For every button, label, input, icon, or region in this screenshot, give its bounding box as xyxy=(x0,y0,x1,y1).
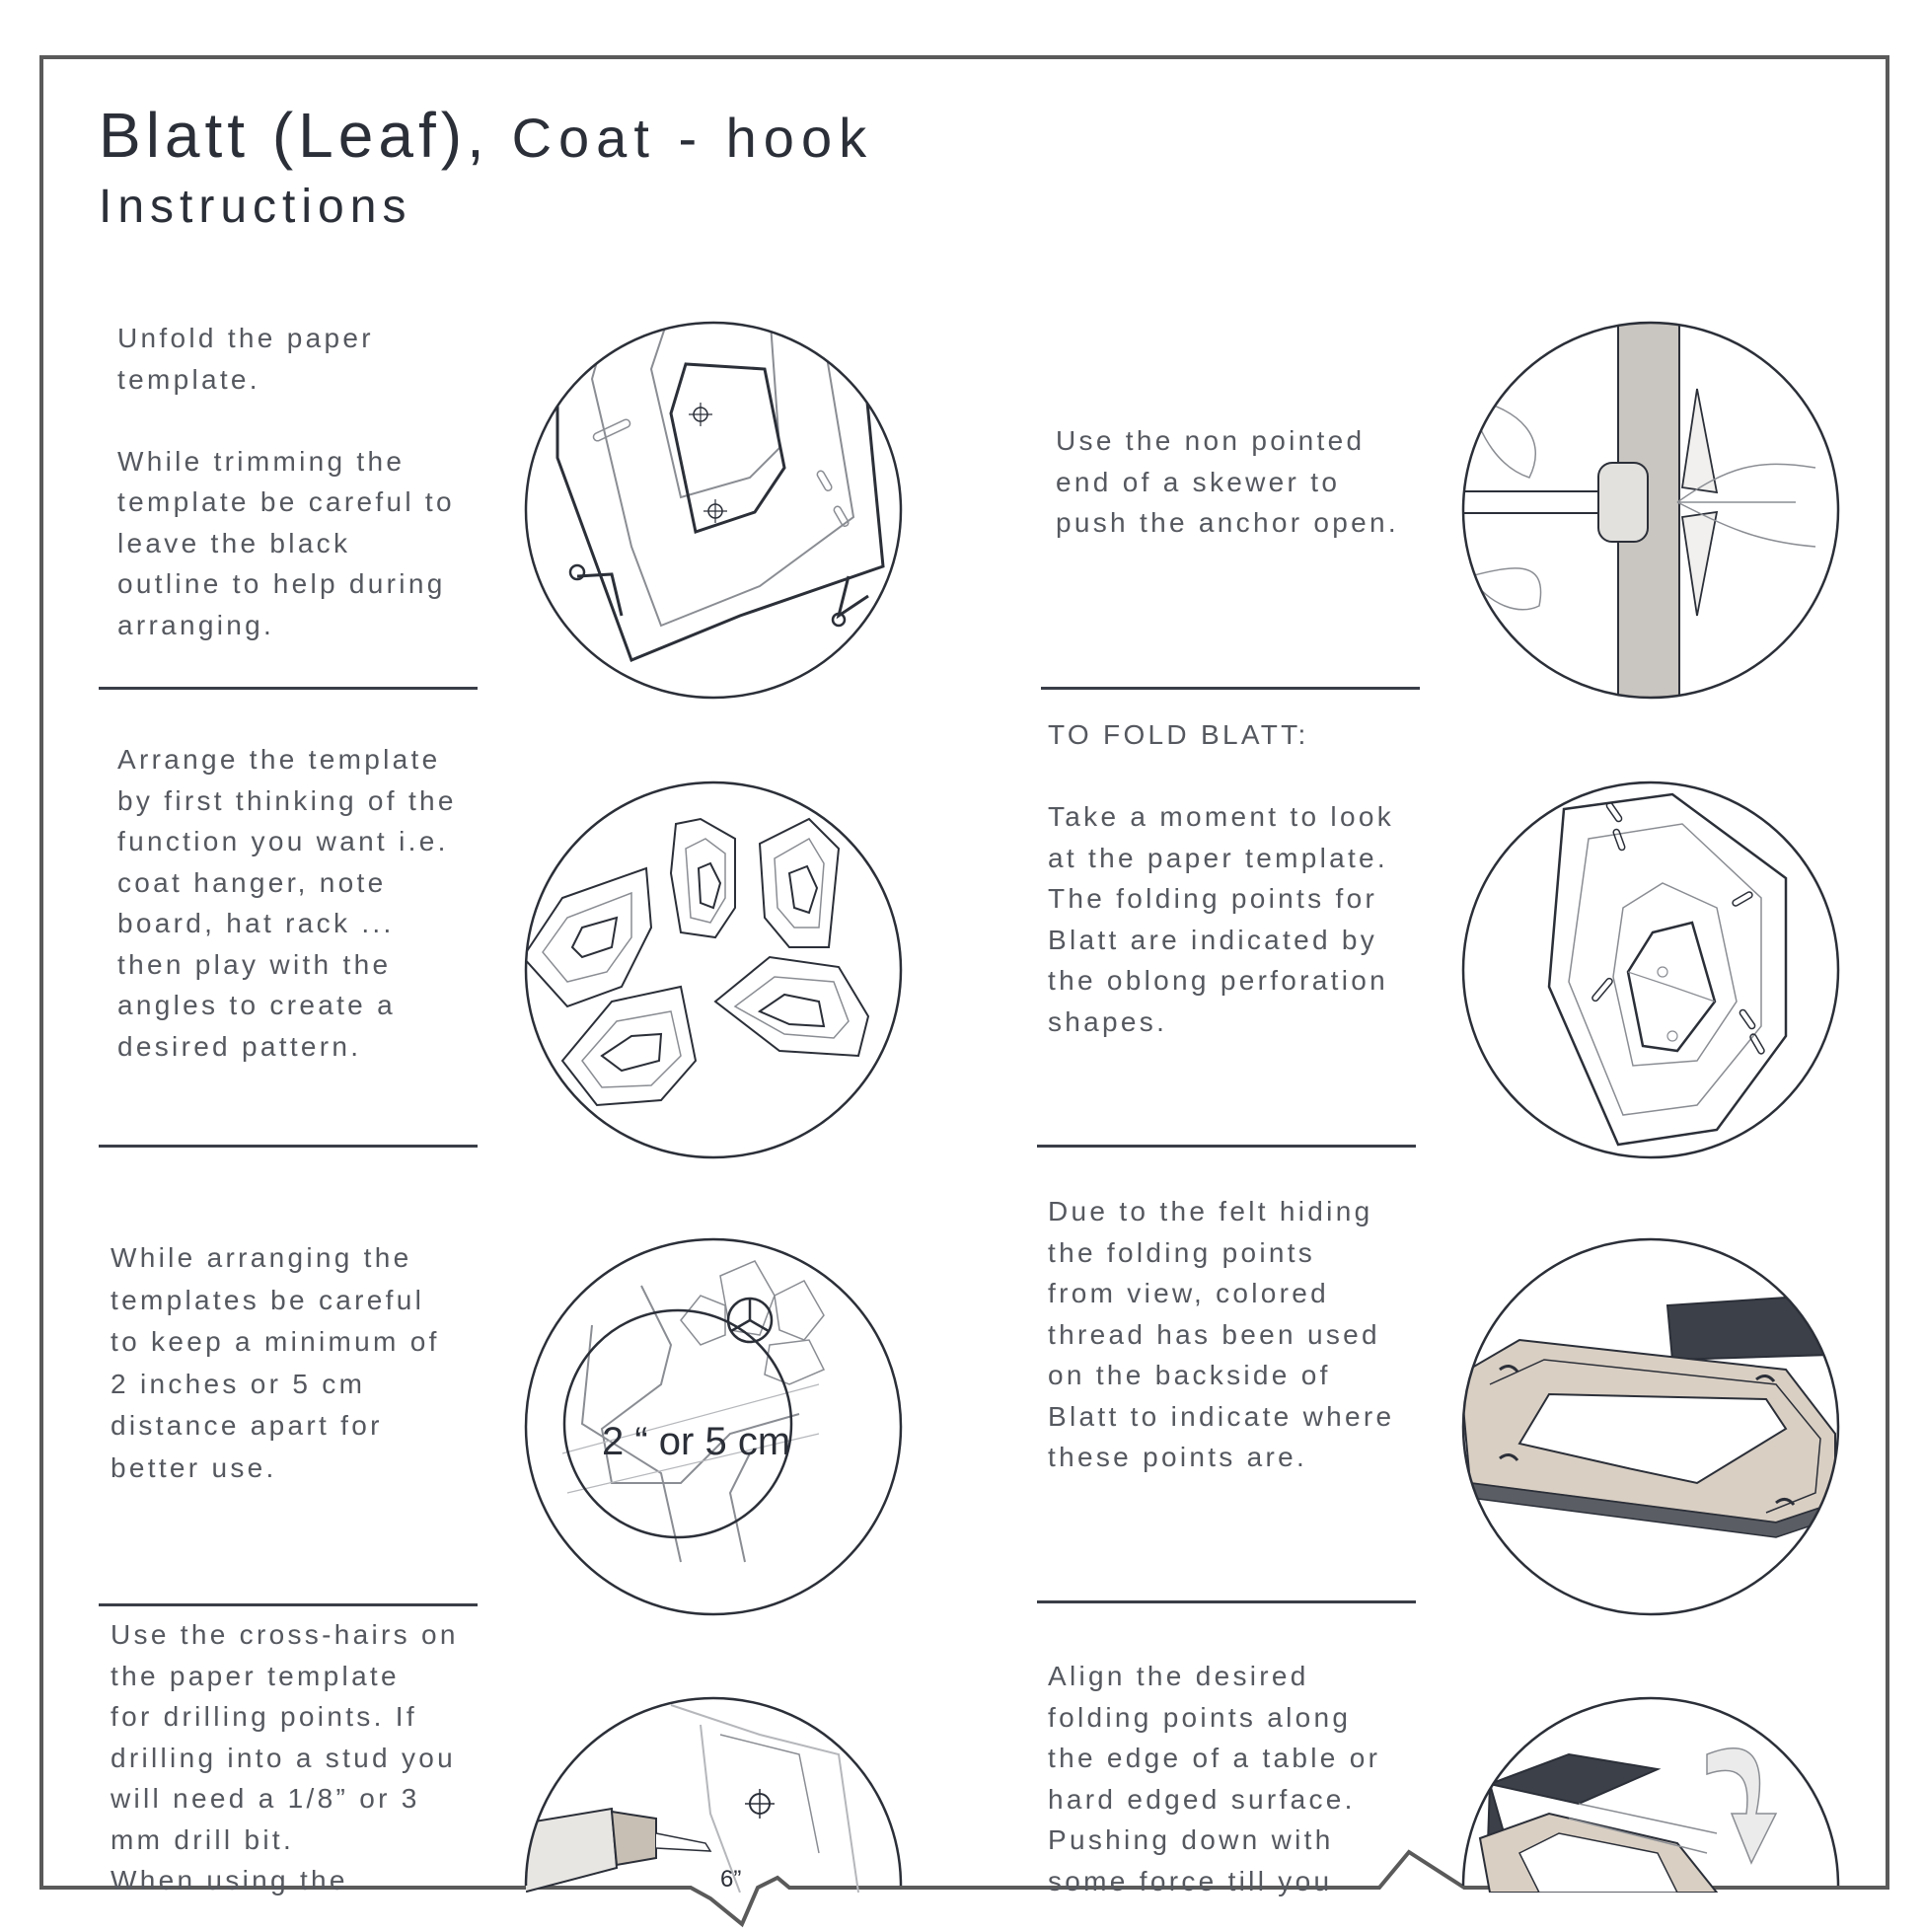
distance-label: 2 “ or 5 cm xyxy=(602,1420,790,1463)
step-anchor-text: Use the non pointed end of a skewer to p… xyxy=(1056,425,1399,538)
illustration-colored-thread xyxy=(1460,1236,1841,1617)
step-thread-text: Due to the felt hiding the folding point… xyxy=(1048,1196,1395,1472)
step-unfold-text: Unfold the paper template. While trimmin… xyxy=(117,323,455,640)
step-drill-text: Use the cross-hairs on the paper templat… xyxy=(111,1619,459,1895)
drill-cut-label: 6” xyxy=(720,1866,741,1893)
step-spacing-text: While arranging the templates be careful… xyxy=(111,1242,440,1483)
page-title: Blatt (Leaf), Coat - hook xyxy=(99,99,873,172)
illustration-fold-on-table xyxy=(1460,1695,1841,1893)
page-subtitle: Instructions xyxy=(99,181,412,233)
illustration-fold-points xyxy=(1460,780,1841,1160)
illustration-arrange-pattern xyxy=(523,780,904,1160)
step-arrange-text: Arrange the template by first thinking o… xyxy=(117,744,457,1062)
divider xyxy=(1041,687,1420,690)
title-product: Blatt (Leaf), xyxy=(99,100,489,171)
title-suffix: Coat - hook xyxy=(511,107,874,169)
illustration-anchor xyxy=(1460,320,1841,701)
divider xyxy=(99,1145,478,1148)
illustration-drill: 6” xyxy=(523,1695,904,1893)
step-align-text: Align the desired folding points along t… xyxy=(1048,1661,1381,1896)
divider xyxy=(1037,1145,1416,1148)
illustration-spacing: 2 “ or 5 cm xyxy=(523,1236,904,1617)
step-fold-text: TO FOLD BLATT: Take a moment to look at … xyxy=(1048,719,1394,1037)
divider xyxy=(99,1603,478,1606)
divider xyxy=(1037,1600,1416,1603)
illustration-trim-template xyxy=(523,320,904,701)
divider xyxy=(99,687,478,690)
